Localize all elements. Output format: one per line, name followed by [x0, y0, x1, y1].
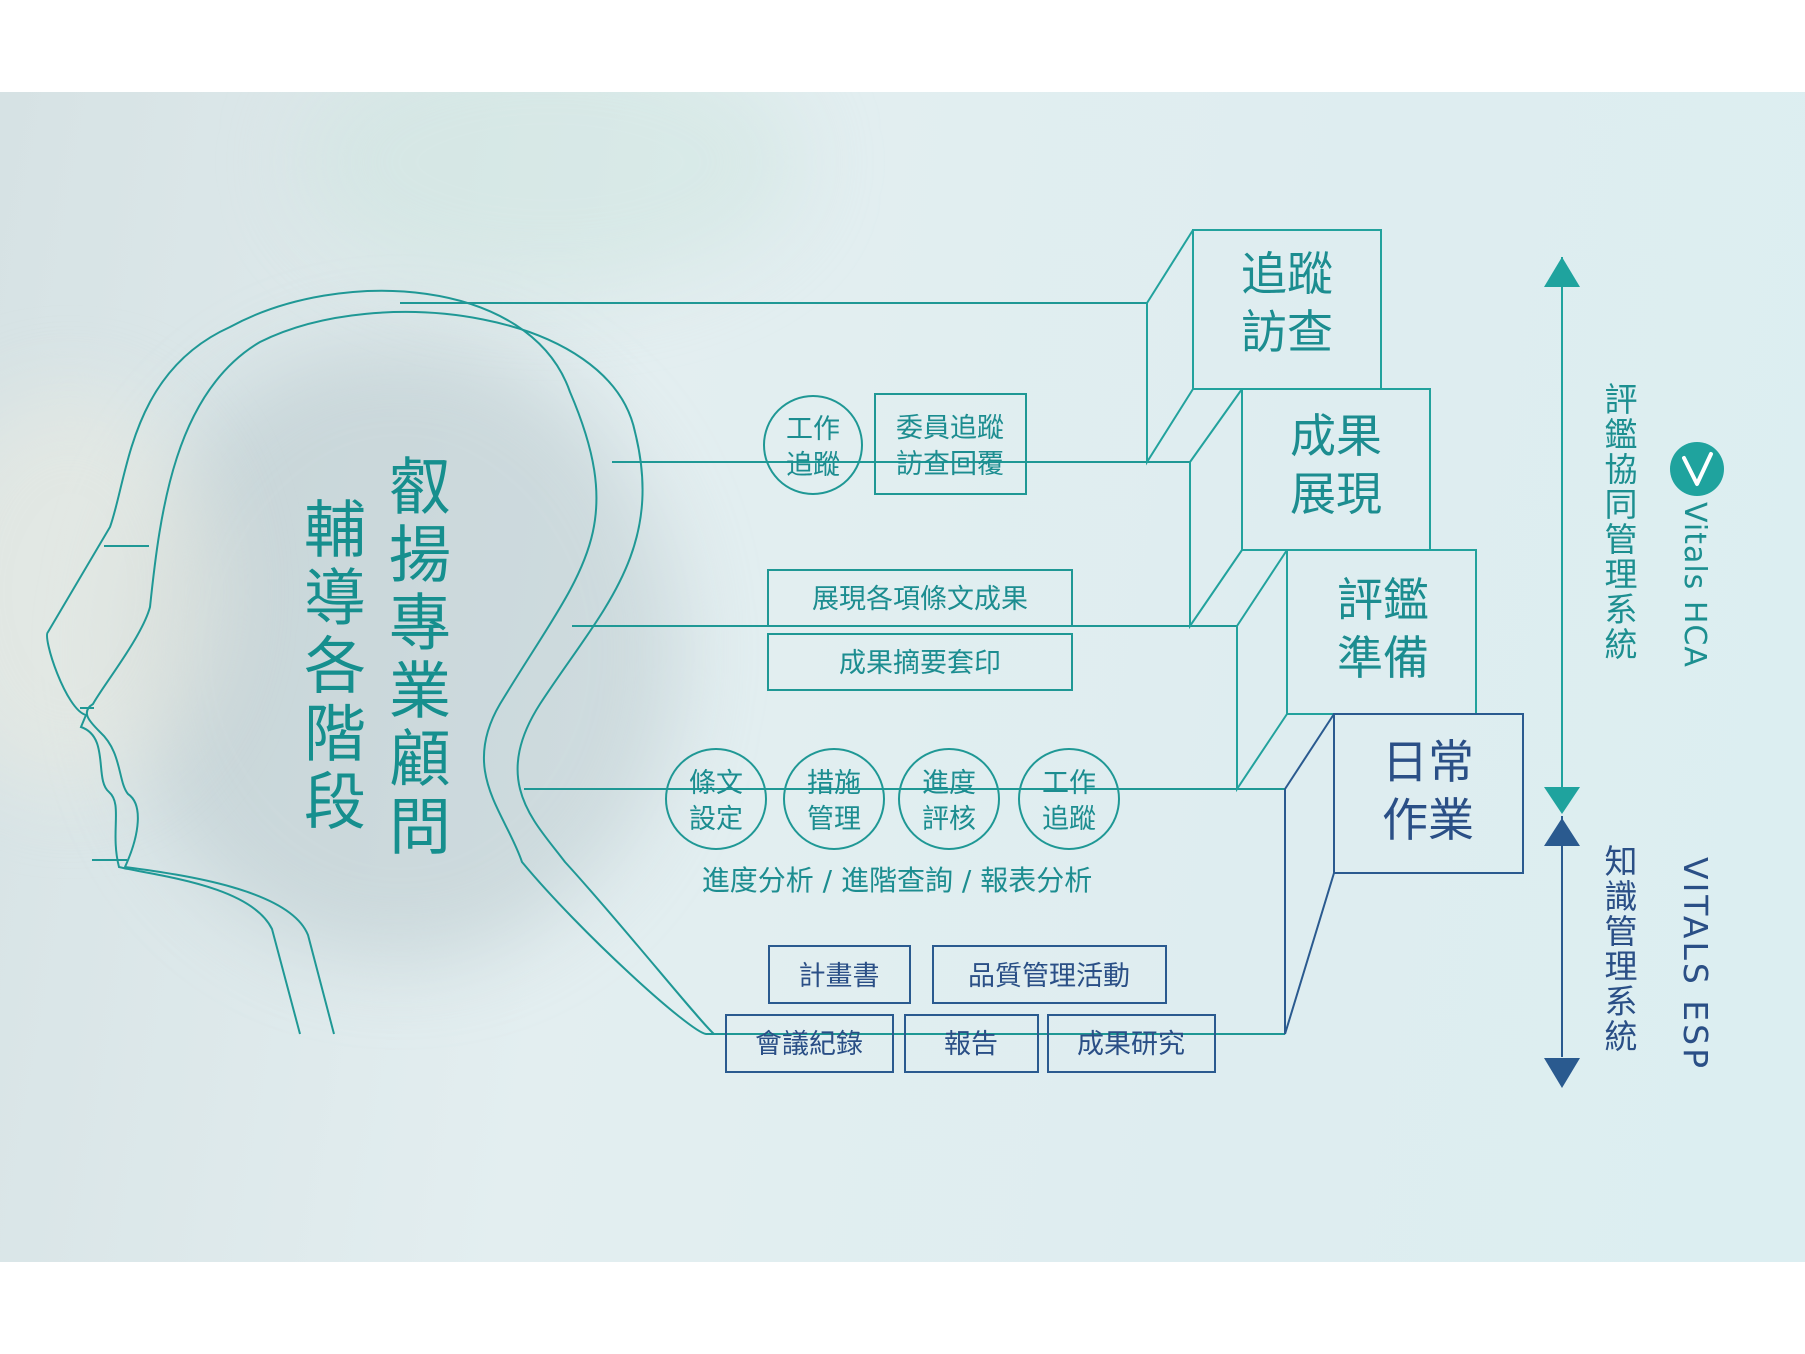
- prep-circle: [898, 748, 1000, 850]
- prep-circle: [783, 748, 885, 850]
- results-box: [767, 569, 1073, 627]
- arrow-down-icon: [1544, 787, 1580, 814]
- block-title-line: 日常: [1382, 735, 1474, 789]
- diagram-canvas: 追蹤 訪查 成果 展現 評鑑 準備 日常 作業 工作 追蹤 委員追蹤 訪查回覆 …: [0, 92, 1805, 1262]
- daily-box: [768, 945, 911, 1004]
- box-label: 委員追蹤: [896, 413, 1004, 444]
- committee-reply-box: [874, 393, 1027, 495]
- block-title-line: 成果: [1290, 409, 1382, 463]
- arrow-up-icon: [1544, 257, 1580, 287]
- circle-label: 工作: [786, 414, 840, 445]
- daily-box: [725, 1014, 894, 1073]
- circle-label: 進度: [922, 768, 976, 799]
- block-title-line: 追蹤: [1241, 247, 1333, 301]
- box-label: 報告: [944, 1029, 998, 1060]
- arrow-down-icon: [1544, 1058, 1580, 1088]
- box-label: 品質管理活動: [968, 961, 1130, 992]
- hca-brand-label: Vitals HCA: [1677, 502, 1712, 668]
- prep-caption: 進度分析 / 進階查詢 / 報表分析: [702, 864, 1092, 897]
- box-label: 成果摘要套印: [839, 648, 1001, 679]
- esp-brand-label: VITALS ESP: [1676, 857, 1715, 1071]
- daily-box: [1047, 1014, 1216, 1073]
- hca-system-label: 評鑑協同管理系統: [1599, 382, 1638, 662]
- prep-circle: [1018, 748, 1120, 850]
- prep-circle: [665, 748, 767, 850]
- esp-range-arrow: [1544, 816, 1580, 1088]
- vitals-hca-logo-icon: [1670, 442, 1724, 496]
- block-title-line: 作業: [1382, 793, 1474, 847]
- block-title-line: 展現: [1290, 467, 1382, 521]
- staircase-daily: [1284, 713, 1524, 1035]
- block-prep-title: 評鑑 準備: [1337, 573, 1429, 685]
- hca-range-arrow: [1544, 257, 1580, 814]
- block-tracking-title: 追蹤 訪查: [1241, 247, 1333, 359]
- results-box: [767, 633, 1073, 691]
- circle-label: 條文: [689, 768, 743, 799]
- results-items: 展現各項條文成果 成果摘要套印: [767, 569, 1073, 691]
- block-results-title: 成果 展現: [1290, 409, 1382, 521]
- head-outline: [46, 289, 1285, 1035]
- block-daily-title: 日常 作業: [1382, 735, 1474, 847]
- headline-right: 叡揚專業顧問: [378, 454, 451, 862]
- box-label: 訪查回覆: [896, 449, 1004, 480]
- circle-label: 追蹤: [1042, 804, 1096, 835]
- circle-label: 管理: [807, 804, 861, 835]
- consulting-stages-diagram: 追蹤 訪查 成果 展現 評鑑 準備 日常 作業 工作 追蹤 委員追蹤 訪查回覆 …: [46, 229, 1724, 1088]
- daily-items: 計畫書 品質管理活動 會議紀錄 報告 成果研究: [725, 945, 1216, 1073]
- headline-left: 輔導各階段: [293, 497, 366, 837]
- prep-items: 條文 設定 措施 管理 進度 評核 工作 追蹤 進度分析 / 進階查詢 / 報表…: [665, 748, 1120, 897]
- esp-system-label: 知識管理系統: [1599, 844, 1638, 1054]
- block-title-line: 評鑑: [1337, 573, 1429, 627]
- box-label: 展現各項條文成果: [812, 584, 1028, 615]
- block-title-line: 訪查: [1241, 305, 1333, 359]
- box-label: 成果研究: [1077, 1029, 1185, 1060]
- circle-label: 評核: [922, 804, 976, 835]
- tracking-items: 工作 追蹤 委員追蹤 訪查回覆: [763, 393, 1027, 495]
- circle-label: 措施: [807, 768, 861, 799]
- circle-label: 追蹤: [786, 450, 840, 481]
- box-label: 會議紀錄: [755, 1029, 863, 1060]
- circle-label: 工作: [1042, 768, 1096, 799]
- block-title-line: 準備: [1337, 631, 1429, 685]
- box-label: 計畫書: [799, 961, 880, 992]
- circle-label: 設定: [689, 804, 743, 835]
- daily-box: [932, 945, 1167, 1004]
- daily-box: [904, 1014, 1039, 1073]
- arrow-up-icon: [1544, 818, 1580, 846]
- work-tracking-circle: [763, 395, 863, 495]
